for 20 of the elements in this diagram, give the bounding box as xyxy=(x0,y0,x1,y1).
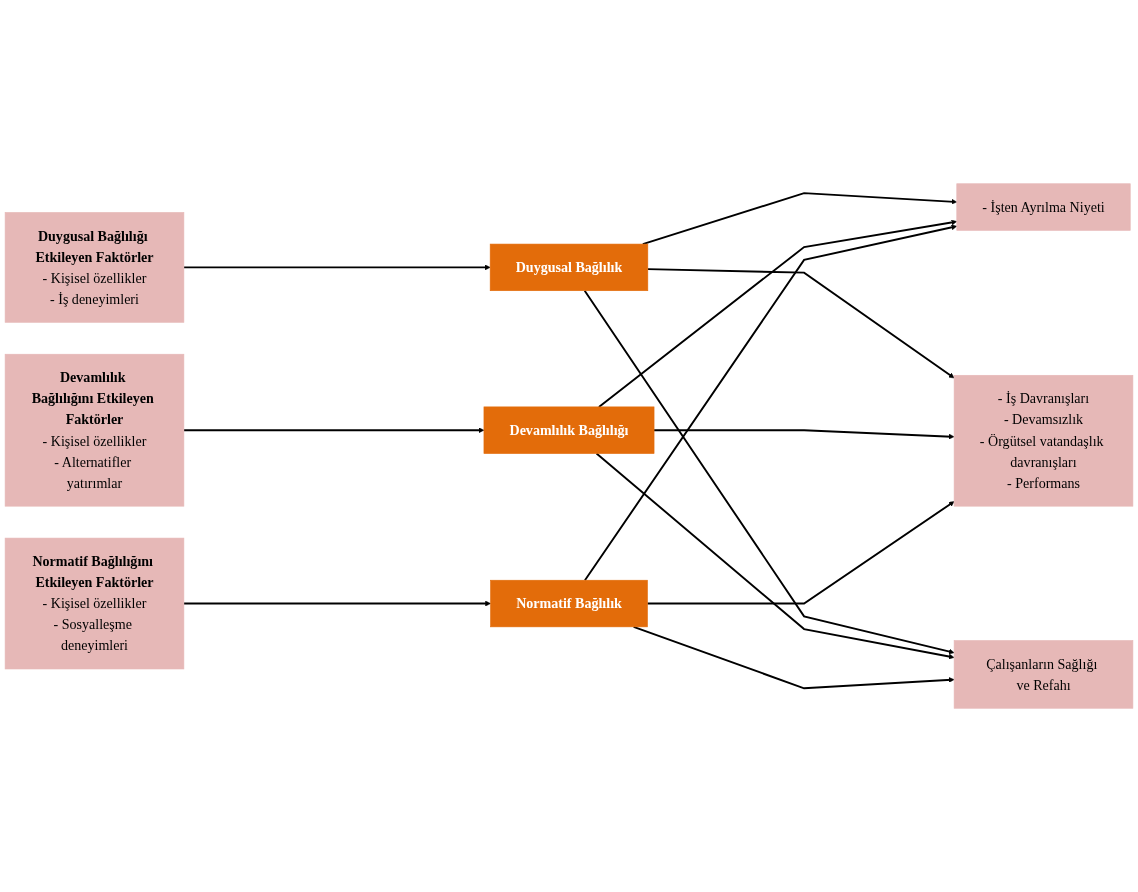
node-box: Devamlılık Bağlılığı xyxy=(483,406,655,454)
arrow xyxy=(653,429,955,440)
arrow xyxy=(595,452,955,660)
node-box: Devamlılık Bağlılığını Etkileyen Faktörler - Kişisel özellikler - Alternatifler yatırımlar xyxy=(4,353,185,507)
arrow xyxy=(646,268,955,379)
arrow xyxy=(632,625,955,690)
arrow xyxy=(583,289,955,655)
node-box: - İş Davranışları - Devamsızlık - Örgütsel vatandaşlık davranışları - Performans xyxy=(953,374,1134,507)
node-box: Duygusal Bağlılık xyxy=(489,243,649,291)
arrow xyxy=(182,600,491,607)
node-box: Normatif Bağlılığını Etkileyen Faktörler - Kişisel özellikler - Sosyalleşme deneyimleri xyxy=(4,537,185,670)
node-box: - İşten Ayrılma Niyeti xyxy=(956,183,1131,231)
node-box: Çalışanların Sağlığı ve Refahı xyxy=(953,640,1134,709)
arrow xyxy=(597,219,958,408)
arrow xyxy=(182,264,491,271)
node-box: Duygusal Bağlılığı Etkileyen Faktörler - Kişisel özellikler - İş deneyimleri xyxy=(4,212,185,323)
arrow xyxy=(646,501,955,605)
node-box: Normatif Bağlılık xyxy=(490,579,648,628)
arrow xyxy=(584,224,958,582)
arrow xyxy=(182,427,485,433)
